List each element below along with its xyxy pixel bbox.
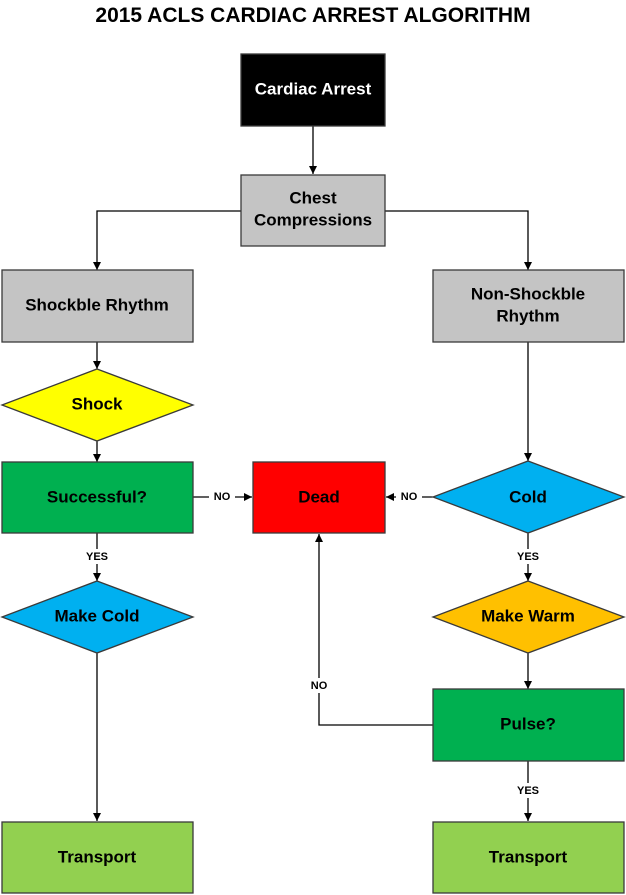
svg-text:Shockble Rhythm: Shockble Rhythm bbox=[25, 295, 169, 314]
node-transport-right-box bbox=[432, 821, 625, 894]
node-chest-compressions-box bbox=[240, 174, 386, 247]
node-successful: Successful? bbox=[1, 461, 194, 534]
svg-text:Cardiac Arrest: Cardiac Arrest bbox=[255, 79, 372, 98]
node-chest-compressions: Chest Compressions bbox=[240, 174, 386, 247]
node-transport-right: Transport bbox=[432, 821, 625, 894]
edge-compressions-to-non-shockable bbox=[385, 210, 532, 270]
node-cardiac-arrest-box bbox=[240, 53, 386, 127]
edge-pulse-to-dead bbox=[315, 534, 433, 726]
node-make-cold: Make Cold bbox=[0, 580, 195, 654]
node-make-warm: Make Warm bbox=[431, 580, 626, 654]
svg-text:Pulse?: Pulse? bbox=[500, 714, 556, 733]
node-make-warm-diamond bbox=[431, 580, 626, 654]
edge-labels: NO NO YES YES NO YES bbox=[82, 489, 543, 798]
svg-text:Make Cold: Make Cold bbox=[54, 606, 139, 625]
svg-text:Compressions: Compressions bbox=[254, 210, 372, 229]
cold-no-label: NO bbox=[401, 491, 418, 503]
node-shock: Shock bbox=[0, 368, 195, 442]
svg-text:Non-Shockble: Non-Shockble bbox=[471, 284, 585, 303]
svg-text:Make Warm: Make Warm bbox=[481, 606, 575, 625]
svg-text:Cold: Cold bbox=[509, 487, 547, 506]
pulse-yes-label: YES bbox=[517, 785, 539, 797]
node-pulse-box bbox=[432, 688, 625, 762]
svg-text:Successful?: Successful? bbox=[47, 487, 147, 506]
node-non-shockable-rhythm-box bbox=[432, 269, 625, 343]
cold-yes-label: YES bbox=[517, 551, 539, 563]
node-shockable-rhythm-box bbox=[1, 269, 194, 343]
successful-yes-label: YES bbox=[86, 551, 108, 563]
node-successful-box bbox=[1, 461, 194, 534]
node-cold-diamond bbox=[431, 460, 626, 534]
svg-text:Shock: Shock bbox=[71, 394, 123, 413]
svg-text:Rhythm: Rhythm bbox=[496, 306, 559, 325]
node-dead-box bbox=[252, 461, 386, 534]
successful-no-label: NO bbox=[214, 491, 231, 503]
node-cold: Cold bbox=[431, 460, 626, 534]
node-make-cold-diamond bbox=[0, 580, 195, 654]
node-shockable-rhythm: Shockble Rhythm bbox=[1, 269, 194, 343]
svg-text:Chest: Chest bbox=[289, 188, 337, 207]
node-shock-diamond bbox=[0, 368, 195, 442]
node-pulse: Pulse? bbox=[432, 688, 625, 762]
node-transport-left-box bbox=[1, 821, 194, 894]
svg-text:Dead: Dead bbox=[298, 487, 340, 506]
edge-compressions-to-shockable bbox=[93, 210, 241, 270]
svg-text:Transport: Transport bbox=[489, 847, 568, 866]
node-transport-left: Transport bbox=[1, 821, 194, 894]
pulse-no-label: NO bbox=[311, 680, 328, 692]
svg-text:Transport: Transport bbox=[58, 847, 137, 866]
node-dead: Dead bbox=[252, 461, 386, 534]
diagram-title: 2015 ACLS CARDIAC ARREST ALGORITHM bbox=[95, 4, 531, 27]
node-cardiac-arrest: Cardiac Arrest bbox=[240, 53, 386, 127]
node-non-shockable-rhythm: Non-Shockble Rhythm bbox=[432, 269, 625, 343]
